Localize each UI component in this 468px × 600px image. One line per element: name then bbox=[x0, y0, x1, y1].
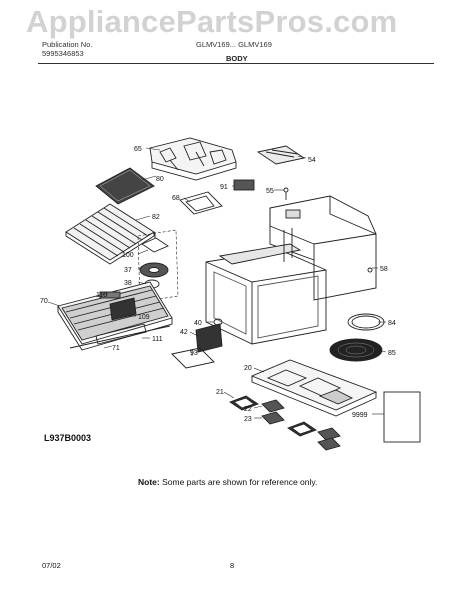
callout-58: 58 bbox=[380, 266, 388, 273]
footer-date: 07/02 bbox=[42, 561, 61, 570]
part-110-door-handle bbox=[99, 291, 121, 299]
part-42-vent-panel bbox=[195, 323, 223, 353]
part-22-filter bbox=[261, 399, 285, 413]
callout-20: 20 bbox=[244, 365, 252, 372]
callout-93: 93 bbox=[190, 350, 198, 357]
watermark-text: AppliancePartsPros.com bbox=[26, 4, 398, 39]
part-68-bracket bbox=[179, 191, 223, 215]
part-20-bottom-plate bbox=[250, 359, 378, 417]
note-label: Note: bbox=[138, 477, 160, 487]
leader-lines bbox=[47, 147, 387, 419]
figure-code: L937B0003 bbox=[44, 433, 92, 443]
section-title: BODY bbox=[226, 54, 248, 63]
callout-85: 85 bbox=[388, 350, 396, 357]
callout-111: 111 bbox=[152, 336, 163, 343]
part-100-coupler bbox=[141, 232, 169, 253]
callout-54: 54 bbox=[308, 157, 316, 164]
callout-55: 55 bbox=[266, 188, 274, 195]
callout-68: 68 bbox=[172, 195, 180, 202]
part-58-outer-case bbox=[269, 195, 377, 301]
callout-23: 23 bbox=[244, 416, 252, 423]
page-number: 8 bbox=[230, 561, 235, 570]
callout-84: 84 bbox=[388, 320, 396, 327]
callout-65: 65 bbox=[134, 146, 142, 153]
callout-109: 109 bbox=[138, 314, 150, 321]
publication-number: 5995346853 bbox=[42, 49, 84, 58]
reference-note: Note: Some parts are shown for reference… bbox=[138, 477, 317, 487]
callout-110: 110 bbox=[96, 292, 107, 299]
part-21-filter bbox=[229, 395, 259, 411]
callout-labels: 65 54 80 91 55 68 82 100 37 38 58 110 70… bbox=[40, 146, 396, 423]
callout-80: 80 bbox=[156, 176, 164, 183]
part-80-filter bbox=[95, 167, 155, 205]
callout-21: 21 bbox=[216, 389, 224, 396]
filter-set-right bbox=[287, 421, 341, 451]
model-list: GLMV169... GLMV169 bbox=[196, 40, 272, 49]
part-82-grille bbox=[65, 203, 155, 265]
part-109-door-screen bbox=[109, 297, 137, 321]
callout-82: 82 bbox=[152, 214, 160, 221]
callout-71: 71 bbox=[112, 345, 120, 352]
callout-42: 42 bbox=[180, 329, 188, 336]
oven-cavity bbox=[205, 228, 327, 345]
part-37-roller-ring bbox=[139, 262, 169, 278]
part-91-label bbox=[233, 179, 255, 191]
part-23-filter bbox=[261, 411, 285, 425]
note-text: Some parts are shown for reference only. bbox=[159, 477, 318, 487]
publication-label: Publication No. bbox=[42, 40, 93, 49]
part-9999-manual bbox=[383, 391, 421, 443]
part-85-glass-tray bbox=[329, 338, 383, 362]
part-55-screw bbox=[283, 187, 289, 200]
callout-100: 100 bbox=[122, 252, 134, 259]
part-111-choke bbox=[95, 323, 147, 345]
callout-9999: 9999 bbox=[352, 412, 368, 419]
callout-91: 91 bbox=[220, 184, 228, 191]
part-93-strip bbox=[171, 347, 215, 369]
callout-37: 37 bbox=[124, 267, 132, 274]
callout-38: 38 bbox=[124, 280, 132, 287]
callout-22: 22 bbox=[244, 406, 252, 413]
header-rule bbox=[38, 63, 434, 64]
callout-40: 40 bbox=[194, 320, 202, 327]
part-54-vent-bracket bbox=[256, 145, 306, 165]
callout-70: 70 bbox=[40, 298, 48, 305]
part-71-door-frame bbox=[69, 325, 171, 349]
part-65-control-assembly bbox=[149, 137, 237, 181]
